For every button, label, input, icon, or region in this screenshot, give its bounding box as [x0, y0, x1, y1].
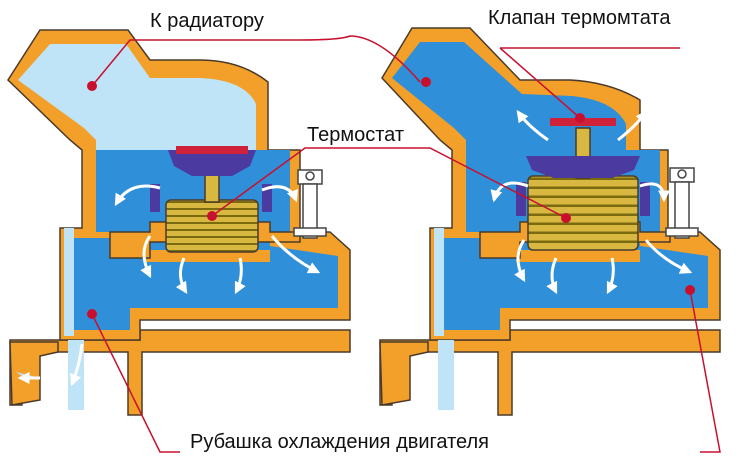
flow-arrow-icon	[17, 184, 321, 387]
flow-arrow-icon	[490, 110, 693, 295]
leader-lines	[91, 35, 721, 453]
right-thermostat-bellows	[527, 175, 639, 251]
callout-dot-icon	[87, 77, 695, 319]
leader-to-radiator	[91, 35, 421, 87]
right-jacket-coolant	[444, 238, 708, 330]
left-bolt	[293, 169, 327, 239]
label-thermostat-valve: Клапан термомтата	[488, 7, 671, 29]
right-bottom-pipe	[379, 341, 429, 406]
left-valve-cage	[168, 150, 256, 176]
left-thermostat-bellows	[165, 199, 259, 253]
left-jacket-channel	[64, 228, 74, 336]
left-thermostat-assembly	[7, 29, 351, 416]
left-radiator-pipe-coolant	[18, 44, 256, 150]
label-to-radiator: К радиатору	[150, 10, 264, 32]
leader-engine-jacket	[91, 289, 721, 453]
right-valve-cage	[526, 156, 640, 178]
right-engine-base	[379, 329, 721, 416]
right-thermostat-assembly	[379, 27, 721, 416]
left-valve-plate	[176, 146, 248, 154]
label-engine-jacket: Рубашка охлаждения двигателя	[190, 431, 489, 453]
left-bottom-pipe	[9, 341, 59, 406]
right-jacket-channel	[434, 228, 444, 336]
leader-thermostat-valve	[499, 47, 680, 119]
left-engine-base	[9, 329, 351, 416]
left-jacket-coolant	[74, 238, 338, 330]
leader-thermostat	[211, 147, 567, 219]
label-thermostat: Термостат	[307, 124, 404, 146]
right-bolt	[665, 167, 699, 239]
